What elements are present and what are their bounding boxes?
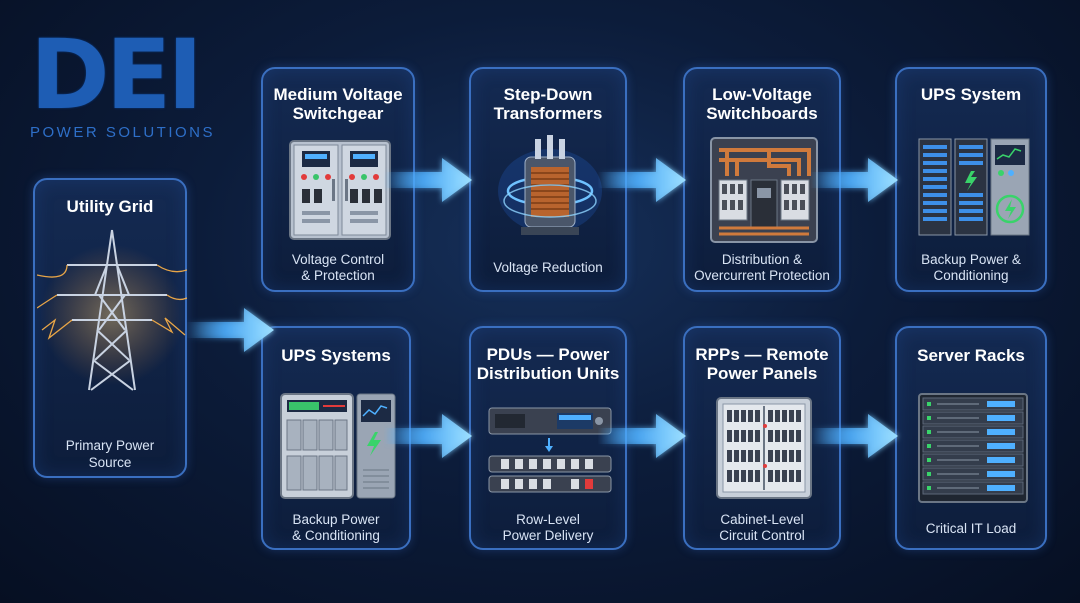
node-title-line1: UPS System (920, 85, 1022, 104)
node-title-line2: Switchboards (706, 104, 818, 123)
node-desc-line1: Distribution & (721, 252, 803, 267)
node-title: Utility Grid (66, 197, 154, 216)
transformer-icon (498, 135, 602, 235)
node-title-line1: RPPs — Remote (695, 345, 829, 364)
flow-arrow-icon (384, 158, 472, 202)
flow-arrow-icon (810, 158, 898, 202)
node-title-line2: Distribution Units (476, 364, 620, 383)
transmission-tower-icon (37, 229, 187, 391)
node-ups-system: UPS System Backup Power & Conditioning (895, 67, 1047, 292)
node-desc-line1: Cabinet-Level (720, 512, 804, 527)
node-server-racks: Server Racks Critical IT Load (895, 326, 1047, 550)
ups-cabinet-icon (918, 138, 1030, 236)
node-desc-line2: & Conditioning (292, 528, 380, 543)
node-title-line1: UPS Systems (281, 346, 391, 365)
pdu-icon (488, 407, 612, 493)
node-desc-line2: Source (88, 455, 132, 470)
node-title-line1: PDUs — Power (486, 345, 610, 364)
flow-arrow-icon (810, 414, 898, 458)
node-desc-line2: Conditioning (933, 268, 1009, 283)
flow-arrow-icon (598, 414, 686, 458)
flow-arrow-icon (598, 158, 686, 202)
ups-cabinet-icon (280, 393, 396, 499)
company-logo: DEI POWER SOLUTIONS (30, 19, 230, 155)
logo-text: DEI (30, 19, 203, 131)
node-desc-line1: Row-Level (516, 512, 580, 527)
node-desc-line2: Circuit Control (719, 528, 805, 543)
switchgear-icon (289, 140, 391, 240)
node-low-voltage-switchboards: Low-Voltage Switchboards Distribution & … (683, 67, 841, 292)
node-desc-line2: & Protection (301, 268, 375, 283)
node-desc-line2: Power Delivery (502, 528, 594, 543)
node-title-line1: Step-Down (503, 85, 593, 104)
node-title-line2: Switchgear (292, 104, 384, 123)
server-rack-icon (918, 393, 1028, 503)
rpp-panel-icon (716, 397, 812, 499)
node-desc-line1: Voltage Reduction (493, 260, 603, 275)
node-title-line2: Transformers (493, 104, 603, 123)
node-desc-line1: Voltage Control (291, 252, 385, 267)
node-utility-grid: Utility Grid Primary Power Source (33, 178, 187, 478)
logo-subtitle: POWER SOLUTIONS (30, 124, 216, 141)
node-desc-line1: Backup Power & (921, 252, 1021, 267)
flow-arrow-icon (384, 414, 472, 458)
node-mv-switchgear: Medium Voltage Switchgear Voltage Contro… (261, 67, 415, 292)
node-title-line1: Low-Voltage (712, 85, 812, 104)
node-pdus: PDUs — Power Distribution Units Row-Leve… (469, 326, 627, 550)
node-desc-line2: Overcurrent Protection (694, 268, 830, 283)
node-desc-line1: Critical IT Load (925, 521, 1017, 536)
node-desc-line1: Primary Power (65, 438, 155, 453)
node-desc-line1: Backup Power (292, 512, 380, 527)
node-title-line1: Medium Voltage (273, 85, 403, 104)
node-title-line1: Server Racks (917, 346, 1025, 365)
flow-arrow-icon (186, 308, 274, 352)
node-title-line2: Power Panels (706, 364, 818, 383)
switchboard-icon (710, 137, 818, 243)
